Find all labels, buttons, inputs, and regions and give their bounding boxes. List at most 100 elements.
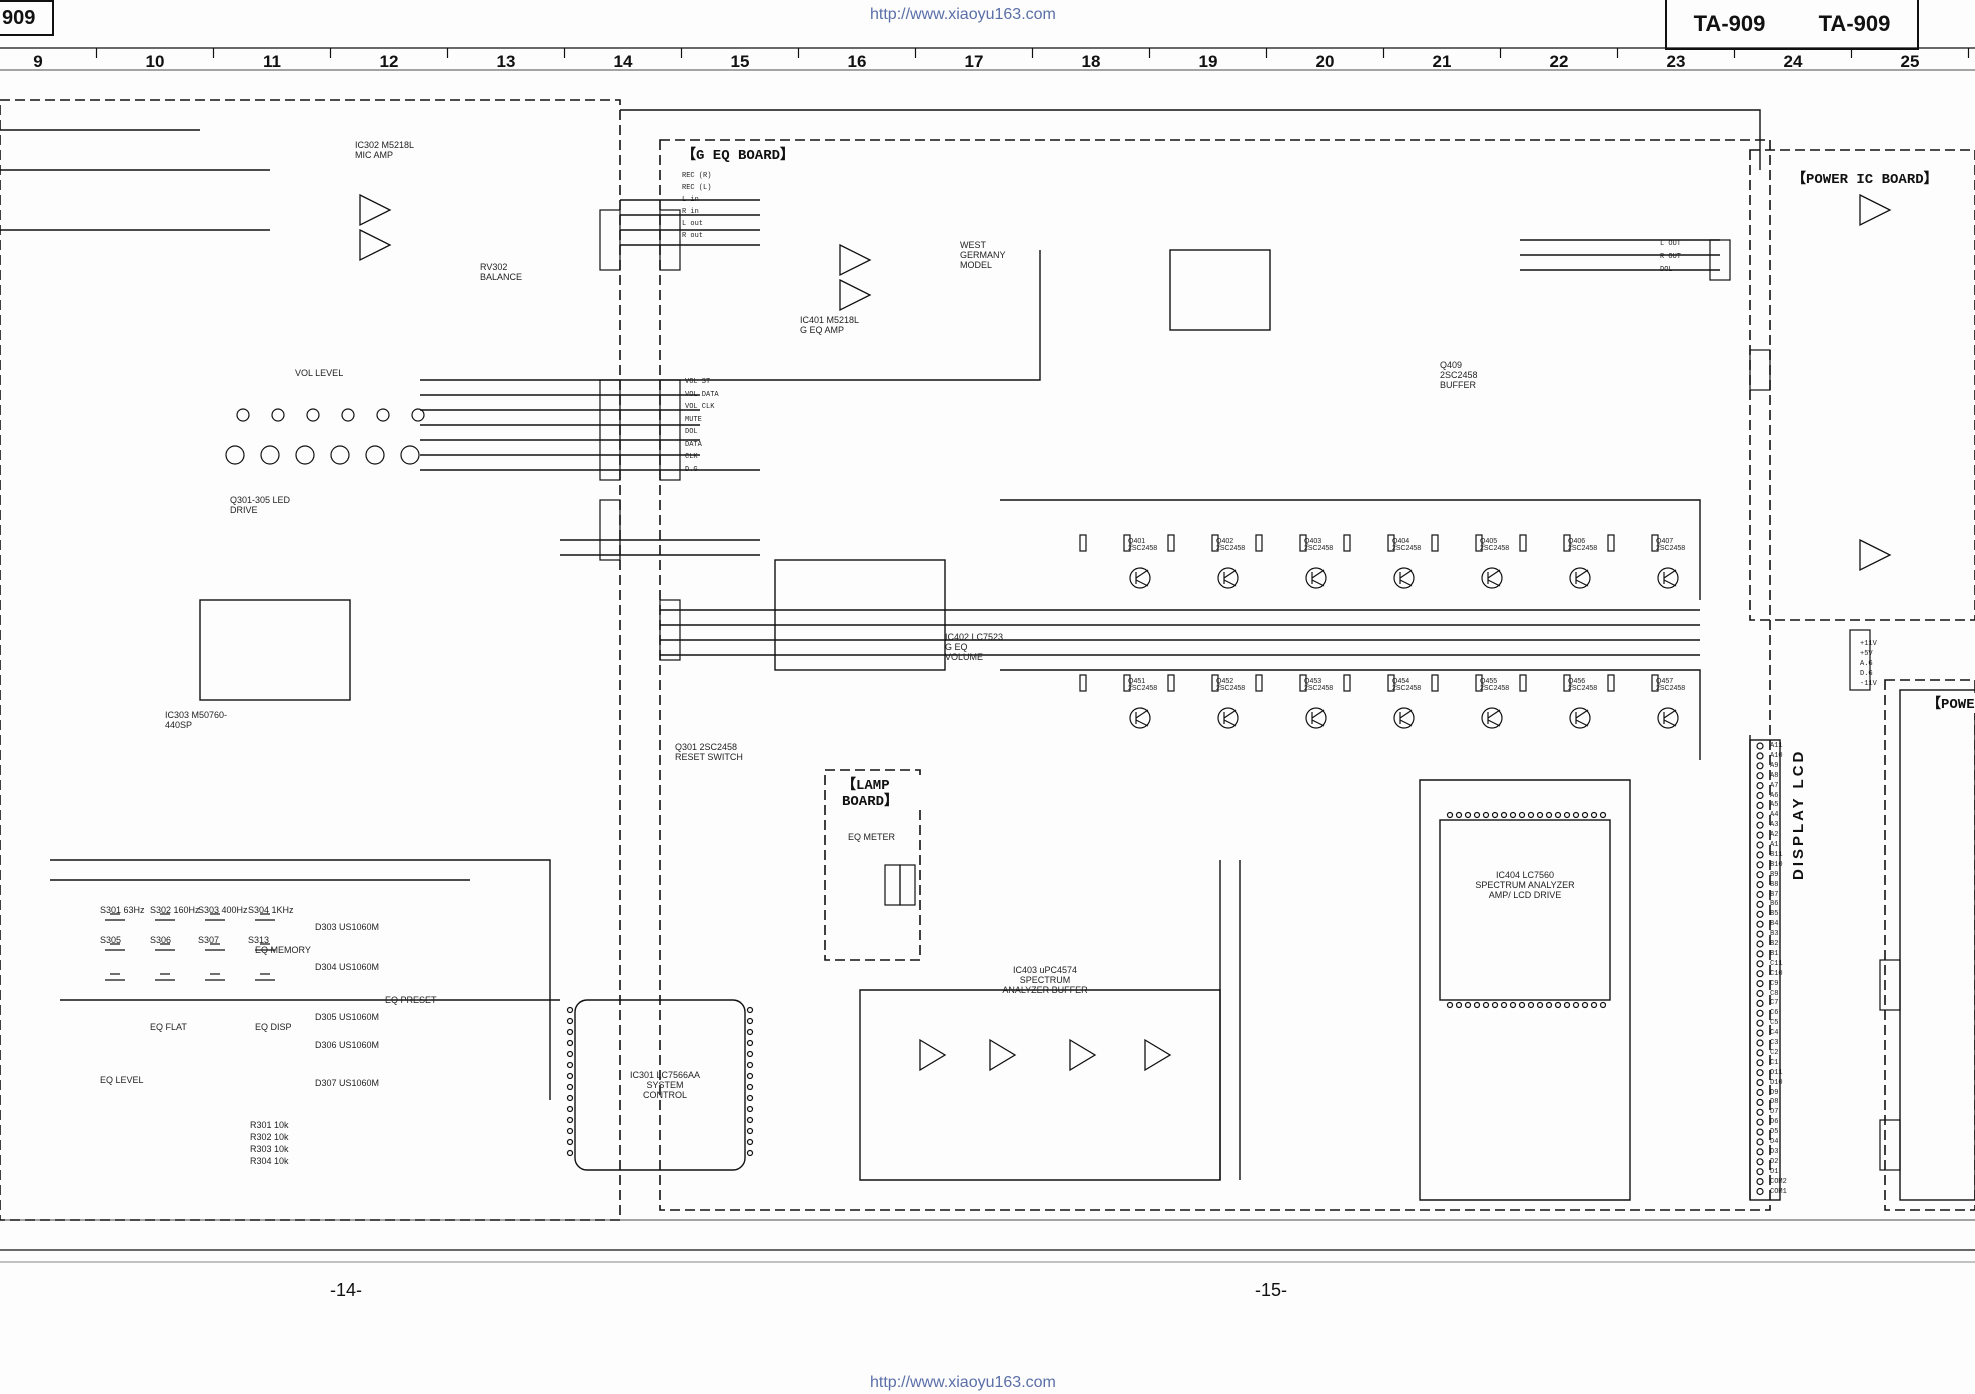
lcd-pin: C4 bbox=[1770, 1029, 1779, 1038]
lcd-pin: B11 bbox=[1770, 850, 1783, 859]
page-number-right: -15- bbox=[1255, 1280, 1288, 1300]
cn403-signal: REC (L) bbox=[682, 184, 712, 192]
q301-label: Q301 2SC2458 RESET SWITCH bbox=[675, 742, 743, 762]
transistor-q45x: Q451 2SC2458 bbox=[1128, 678, 1158, 692]
power-signal: A.G bbox=[1860, 660, 1873, 668]
switch-s307[interactable]: S307 bbox=[198, 935, 220, 945]
switch-s305[interactable]: S305 bbox=[100, 935, 122, 945]
power-signal: +11V bbox=[1860, 640, 1877, 648]
switch-s304[interactable]: S304 1KHz bbox=[248, 905, 294, 915]
column-number: 25 bbox=[1900, 52, 1920, 71]
lcd-pin: D8 bbox=[1770, 1098, 1779, 1107]
transistor-q40x: Q407 2SC2458 bbox=[1656, 538, 1686, 552]
column-number: 10 bbox=[145, 52, 165, 71]
led-drive-label: Q301-305 LED DRIVE bbox=[230, 495, 291, 515]
transistor-q40x: Q401 2SC2458 bbox=[1128, 538, 1158, 552]
column-number: 21 bbox=[1432, 52, 1452, 71]
cn403-signal: REC (R) bbox=[682, 172, 712, 180]
watermark-url-bottom[interactable]: http://www.xiaoyu163.com bbox=[870, 1374, 1056, 1391]
lcd-pin: D1 bbox=[1770, 1167, 1779, 1176]
diode-d306: D306 US1060M bbox=[315, 1040, 380, 1050]
column-number: 19 bbox=[1198, 52, 1218, 71]
column-number: 17 bbox=[964, 52, 984, 71]
cn401-signal: DATA bbox=[685, 440, 702, 449]
left-model-label: 909 bbox=[0, 0, 54, 36]
lcd-pin: D7 bbox=[1770, 1108, 1779, 1117]
lcd-pin: A8 bbox=[1770, 771, 1779, 780]
lcd-pin: COM2 bbox=[1770, 1177, 1787, 1186]
cn403-signal: R out bbox=[682, 232, 704, 240]
lcd-pin: B3 bbox=[1770, 930, 1779, 939]
diode-d303: D303 US1060M bbox=[315, 922, 380, 932]
switch-s306[interactable]: S306 bbox=[150, 935, 172, 945]
power-board-title-right: 【POWE bbox=[1925, 693, 1975, 713]
transistor-q45x: Q455 2SC2458 bbox=[1480, 678, 1510, 692]
eq-disp-label: EQ DISP bbox=[255, 1022, 292, 1032]
lcd-pin: A10 bbox=[1770, 751, 1783, 760]
column-number: 14 bbox=[613, 52, 633, 71]
lcd-pin: A11 bbox=[1770, 742, 1783, 750]
lcd-pin: B6 bbox=[1770, 900, 1779, 909]
cn403-signal: L in bbox=[682, 196, 699, 204]
lcd-pin: D4 bbox=[1770, 1138, 1779, 1146]
display-lcd-label: DISPLAY LCD bbox=[1790, 748, 1807, 880]
resistor-r303: R303 10k bbox=[250, 1144, 289, 1154]
switch-s302[interactable]: S302 160Hz bbox=[150, 905, 200, 915]
lcd-pin: D10 bbox=[1770, 1078, 1783, 1087]
transistor-q45x: Q453 2SC2458 bbox=[1304, 678, 1334, 692]
lcd-pin: D5 bbox=[1770, 1128, 1779, 1137]
transistor-q40x: Q402 2SC2458 bbox=[1216, 538, 1246, 552]
eq-memory-label: EQ MEMORY bbox=[255, 945, 311, 955]
lcd-pin: A6 bbox=[1770, 791, 1779, 800]
column-number: 24 bbox=[1783, 52, 1803, 71]
lcd-pin: A5 bbox=[1770, 801, 1779, 810]
west-germany-label: WEST GERMANY MODEL bbox=[960, 240, 1006, 270]
page-number-left: -14- bbox=[330, 1280, 363, 1300]
ic401-label: IC401 M5218L G EQ AMP bbox=[800, 315, 859, 335]
transistor-q40x: Q403 2SC2458 bbox=[1304, 538, 1334, 552]
cn401-signal: CLK bbox=[685, 453, 698, 461]
lcd-pin: D2 bbox=[1770, 1157, 1779, 1166]
lcd-pin: C11 bbox=[1770, 959, 1783, 968]
column-number: 16 bbox=[847, 52, 867, 71]
cn401-signal: MUTE bbox=[685, 415, 702, 424]
column-number: 18 bbox=[1081, 52, 1101, 71]
model-label-1: TA-909 bbox=[1693, 11, 1766, 36]
lcd-pin: B7 bbox=[1770, 890, 1779, 899]
lcd-pin: D3 bbox=[1770, 1147, 1779, 1156]
eq-flat-label: EQ FLAT bbox=[150, 1022, 187, 1032]
switch-s301[interactable]: S301 63Hz bbox=[100, 905, 145, 915]
ic301-label: IC301 LC7566AA SYSTEM CONTROL bbox=[629, 1070, 701, 1100]
ic402-label: IC402 LC7523 G EQ VOLUME bbox=[945, 632, 1004, 662]
watermark-url-top[interactable]: http://www.xiaoyu163.com bbox=[870, 6, 1056, 23]
switch-s303[interactable]: S303 400Hz bbox=[198, 905, 248, 915]
column-number: 23 bbox=[1666, 52, 1686, 71]
lcd-pin: D9 bbox=[1770, 1088, 1779, 1097]
ic403-label: IC403 uPC4574 SPECTRUM ANALYZER BUFFER bbox=[1002, 965, 1088, 995]
lcd-pin: B5 bbox=[1770, 910, 1779, 919]
vol-level-label: VOL LEVEL bbox=[295, 368, 344, 378]
lcd-pin: B4 bbox=[1770, 920, 1779, 929]
lcd-pin: COM1 bbox=[1770, 1187, 1787, 1196]
ic404-label: IC404 LC7560 SPECTRUM ANALYZER AMP/ LCD … bbox=[1475, 870, 1575, 900]
transistor-q45x: Q454 2SC2458 bbox=[1392, 678, 1422, 692]
cn403-signal: R in bbox=[682, 208, 699, 216]
lcd-pin: C8 bbox=[1770, 989, 1779, 998]
diode-d304: D304 US1060M bbox=[315, 962, 380, 972]
lcd-pin: C3 bbox=[1770, 1039, 1779, 1047]
column-number: 15 bbox=[730, 52, 750, 71]
transistor-q40x: Q404 2SC2458 bbox=[1392, 538, 1422, 552]
diode-d307: D307 US1060M bbox=[315, 1078, 380, 1088]
column-number: 9 bbox=[33, 52, 43, 71]
switch-s313[interactable]: S313 bbox=[248, 935, 270, 945]
lcd-pin: D11 bbox=[1770, 1068, 1783, 1077]
column-number: 20 bbox=[1315, 52, 1335, 71]
transistor-q45x: Q456 2SC2458 bbox=[1568, 678, 1598, 692]
eq-preset-label: EQ PRESET bbox=[385, 995, 437, 1005]
eq-meter-label: EQ METER bbox=[848, 832, 896, 842]
transistor-q45x: Q457 2SC2458 bbox=[1656, 678, 1686, 692]
cn402-signal: R OUT bbox=[1660, 253, 1682, 261]
right-model-box: TA-909 TA-909 bbox=[1665, 0, 1919, 50]
